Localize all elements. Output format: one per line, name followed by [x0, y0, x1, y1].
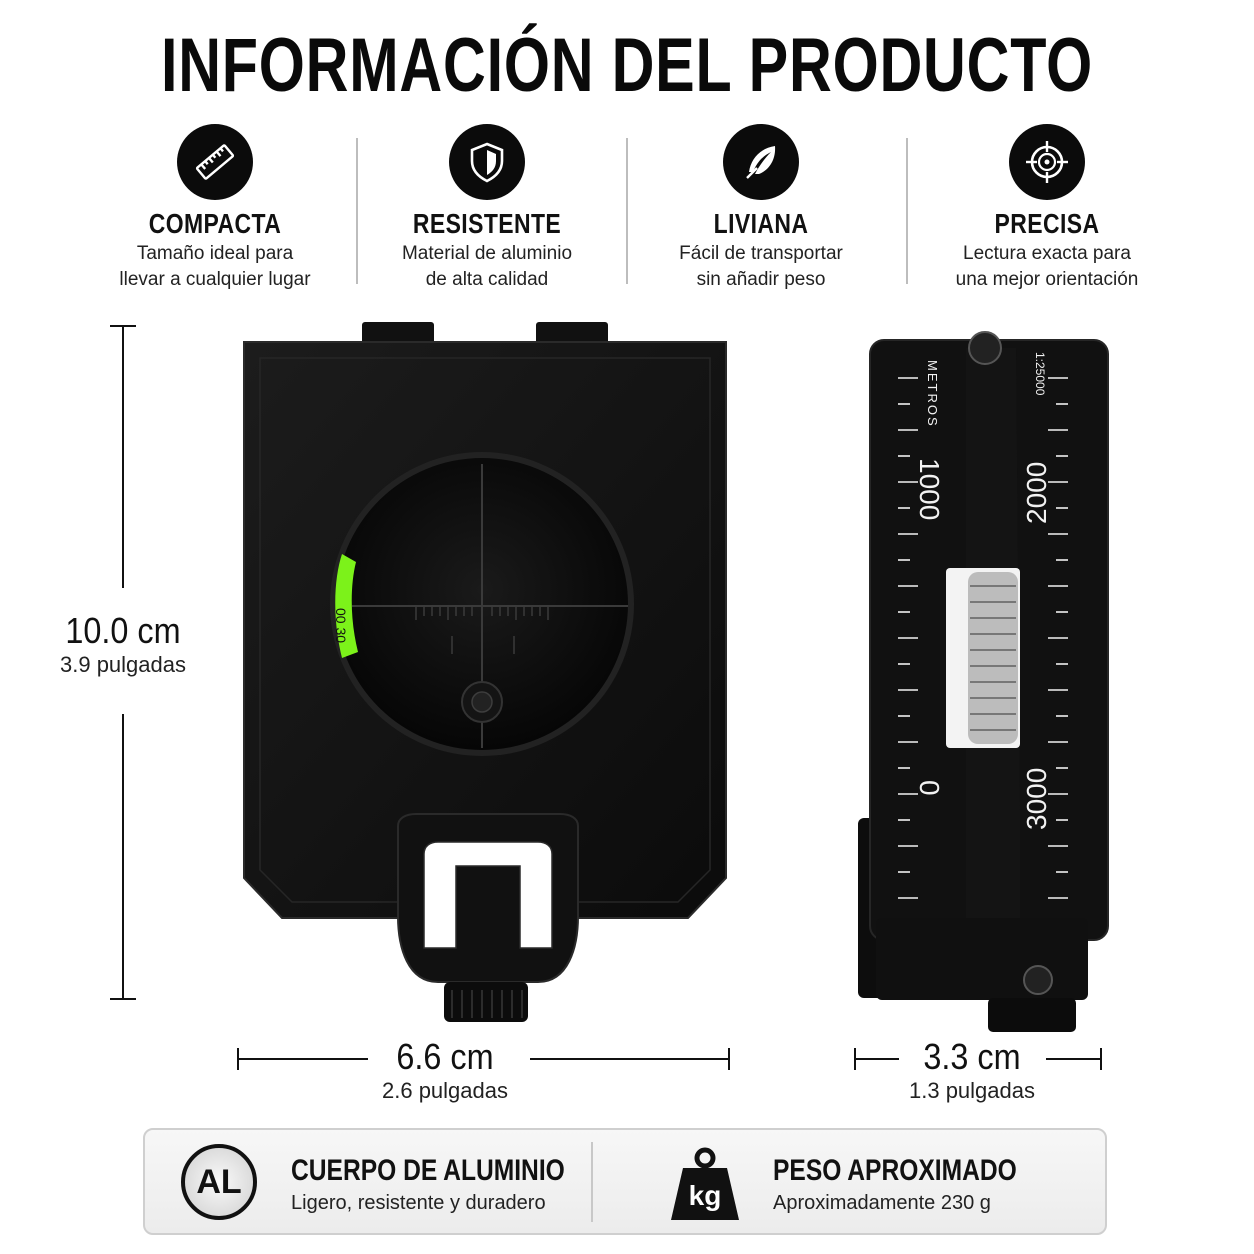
shield-icon	[449, 124, 525, 200]
depth-sub: 1.3 pulgadas	[909, 1078, 1035, 1103]
scale-number: 3000	[1021, 768, 1052, 830]
ruler-icon	[177, 124, 253, 200]
page-title: INFORMACIÓN DEL PRODUCTO	[160, 23, 1094, 108]
feature-title: LIVIANA	[713, 208, 809, 239]
feature-precisa: PRECISA Lectura exacta para una mejor or…	[912, 124, 1182, 292]
depth-dimension-cap	[1100, 1048, 1102, 1070]
adjustment-knob	[444, 982, 528, 1022]
side-base	[876, 918, 1088, 1000]
width-dimension-label: 6.6 cm 2.6 pulgadas	[360, 1036, 530, 1104]
feather-icon	[723, 124, 799, 200]
weight-badge-text: kg	[688, 1180, 722, 1211]
feature-title: PRECISA	[994, 208, 1100, 239]
compass-front-view: 00 30	[243, 322, 727, 1022]
screw-icon	[968, 331, 1002, 365]
target-icon	[1009, 124, 1085, 200]
scale-number: 1000	[914, 458, 945, 520]
weight-title: PESO APROXIMADO	[773, 1154, 1017, 1187]
weight-desc: Aproximadamente 230 g	[773, 1192, 991, 1214]
feature-resistente: RESISTENTE Material de aluminio de alta …	[352, 124, 622, 292]
hinge-tab	[536, 322, 608, 346]
feature-divider	[356, 138, 358, 284]
weight-icon: kg	[667, 1146, 743, 1222]
compass-side-view: METROS 1:25000 1000 0 2000 3000	[858, 331, 1109, 1032]
height-dimension-label: 10.0 cm 3.9 pulgadas	[40, 610, 206, 678]
depth-dimension-label: 3.3 cm 1.3 pulgadas	[896, 1036, 1048, 1104]
material-title: CUERPO DE ALUMINIO	[291, 1154, 565, 1187]
hinge-tab	[362, 322, 434, 346]
feature-desc-line: Lectura exacta para	[963, 243, 1131, 264]
scale-label: 1:25000	[1033, 352, 1047, 396]
width-dimension-line	[530, 1058, 730, 1060]
width-dimension-cap	[237, 1048, 239, 1070]
scale-number: 2000	[1021, 462, 1052, 524]
height-dimension-cap	[110, 998, 136, 1000]
feature-desc-line: una mejor orientación	[955, 269, 1139, 290]
feature-desc-line: sin añadir peso	[696, 269, 826, 290]
material-desc: Ligero, resistente y duradero	[291, 1192, 546, 1214]
width-value: 6.6 cm	[396, 1036, 494, 1077]
svg-text:00 30: 00 30	[333, 608, 349, 643]
feature-liviana: LIVIANA Fácil de transportar sin añadir …	[626, 124, 896, 292]
panel-divider	[591, 1142, 593, 1222]
feature-title: COMPACTA	[148, 208, 282, 239]
adjustment-wheel	[968, 572, 1018, 744]
depth-dimension-line	[855, 1058, 899, 1060]
depth-dimension-line	[1046, 1058, 1102, 1060]
feature-compacta: COMPACTA Tamaño ideal para llevar a cual…	[80, 124, 350, 292]
specs-panel: AL CUERPO DE ALUMINIO Ligero, resistente…	[143, 1128, 1107, 1235]
scale-number: 0	[914, 780, 945, 796]
aluminum-badge-text: AL	[196, 1162, 242, 1201]
width-dimension-cap	[728, 1048, 730, 1070]
height-dimension-line	[122, 714, 124, 1000]
weight-spec: PESO APROXIMADO Aproximadamente 230 g	[773, 1154, 1070, 1215]
feature-desc-line: Material de aluminio	[401, 243, 573, 264]
depth-value: 3.3 cm	[923, 1036, 1021, 1077]
adjustment-knob	[988, 998, 1076, 1032]
width-sub: 2.6 pulgadas	[382, 1078, 508, 1103]
feature-title: RESISTENTE	[412, 208, 562, 239]
feature-divider	[906, 138, 908, 284]
depth-dimension-cap	[854, 1048, 856, 1070]
feature-desc-line: de alta calidad	[425, 269, 549, 290]
unit-label: METROS	[925, 360, 940, 428]
height-value: 10.0 cm	[65, 610, 181, 651]
height-dimension-cap	[110, 325, 136, 327]
screw-icon	[1023, 965, 1053, 995]
feature-divider	[626, 138, 628, 284]
aluminum-badge-icon: AL	[181, 1144, 257, 1220]
material-spec: CUERPO DE ALUMINIO Ligero, resistente y …	[291, 1154, 625, 1215]
feature-desc-line: llevar a cualquier lugar	[119, 269, 311, 290]
height-dimension-line	[122, 326, 124, 588]
luminous-dial	[335, 554, 358, 658]
height-sub: 3.9 pulgadas	[60, 652, 186, 677]
feature-desc-line: Fácil de transportar	[679, 243, 843, 264]
feature-desc-line: Tamaño ideal para	[136, 243, 294, 264]
width-dimension-line	[238, 1058, 368, 1060]
